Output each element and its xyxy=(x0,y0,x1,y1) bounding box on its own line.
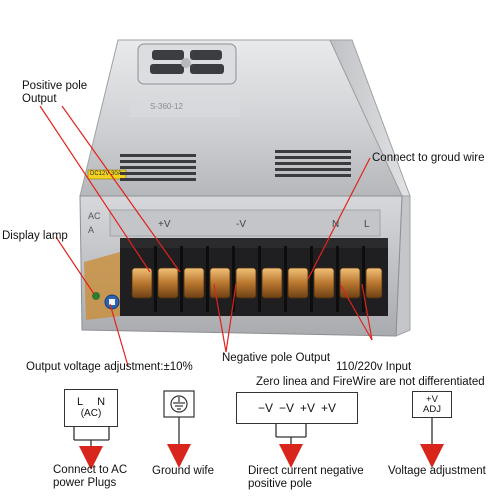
terminal-label-n: N xyxy=(332,219,340,230)
adj-symbol-box: +V ADJ xyxy=(412,391,452,418)
device-label-a: A xyxy=(88,225,95,235)
sticker-text: DC12V 30A xyxy=(90,171,122,177)
voltage-adjustment-label: Voltage adjustment xyxy=(388,465,486,477)
ac-connector xyxy=(73,427,110,452)
input-110-220-label: 110/220v Input xyxy=(336,361,412,373)
dc-terminal-2: −V xyxy=(278,401,294,415)
dc-terminal-1: −V xyxy=(257,401,273,415)
ac-plug-label: Connect to AC power Plugs xyxy=(53,464,128,489)
terminal-label-pos: +V xyxy=(158,219,171,230)
ac-n-label: N xyxy=(97,396,106,408)
positive-pole-label: Positive pole xyxy=(22,80,88,92)
rating-plate xyxy=(130,95,240,117)
dc-pole-label: Direct current negative positive pole xyxy=(248,465,364,490)
vent-slots-left xyxy=(120,154,196,181)
pointer-lines xyxy=(39,105,373,367)
dc-symbol-box: −V −V +V +V xyxy=(236,392,358,424)
terminal-dividers xyxy=(154,246,365,312)
terminal-label-neg: -V xyxy=(236,219,246,230)
vent-slots-right xyxy=(275,150,351,177)
dc-connector xyxy=(275,424,307,450)
dc-terminal-4: +V xyxy=(321,401,337,415)
connect-ground-label: Connect to groud wire xyxy=(372,152,485,164)
positive-pole-output-label: Output xyxy=(22,93,57,105)
ac-l-label: L xyxy=(76,396,84,408)
output-voltage-adjustment-label: Output voltage adjustment:±10% xyxy=(26,361,193,373)
adj-plus-v: +V xyxy=(426,393,438,405)
dc-terminal-3: +V xyxy=(300,401,316,415)
ac-symbol-box: L N (AC) xyxy=(64,389,118,427)
display-lamp-label: Display lamp xyxy=(2,230,68,242)
negative-pole-output-label: Negative pole Output xyxy=(222,352,331,364)
zero-line-note: Zero linea and FireWire are not differen… xyxy=(256,376,485,388)
terminal-label-strip xyxy=(109,209,381,237)
adj-label: ADJ xyxy=(423,403,441,415)
ac-ac-label: (AC) xyxy=(80,408,102,419)
model-text: S-360-12 xyxy=(150,102,183,111)
device-label-ac: AC xyxy=(88,211,101,221)
ground-wife-label: Ground wife xyxy=(152,465,215,477)
pcb-corner xyxy=(84,252,120,320)
fan-grille xyxy=(137,43,237,85)
ground-icon xyxy=(163,390,195,418)
terminal-label-l: L xyxy=(364,219,370,230)
terminal-screws xyxy=(131,267,383,299)
